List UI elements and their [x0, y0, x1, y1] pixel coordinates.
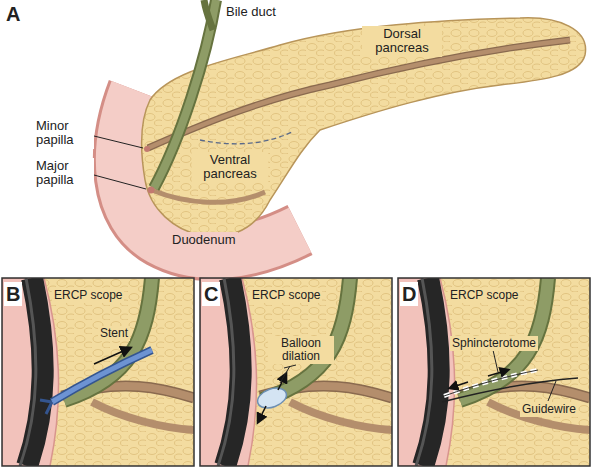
arrow — [278, 374, 286, 390]
part-label: Sphincterotome — [450, 336, 538, 351]
part-label: Minor papilla — [34, 118, 94, 149]
minor-papilla — [144, 146, 150, 152]
dorsal-duct — [148, 40, 570, 148]
leader-line — [493, 350, 498, 372]
leader-line — [280, 366, 290, 383]
panel-b — [2, 278, 194, 466]
bile-duct-branch — [204, 0, 213, 30]
part-label: Duodenum — [170, 232, 238, 248]
fusion-line — [200, 132, 292, 144]
part-label: Balloon dilation — [268, 336, 334, 364]
part-label: ERCP scope — [448, 288, 520, 303]
part-label: Dorsal pancreas — [362, 26, 442, 57]
sphincterotome — [444, 370, 538, 396]
panel-letter: B — [4, 282, 22, 306]
panel-c — [200, 278, 392, 466]
part-label: ERCP scope — [250, 288, 322, 303]
arrow — [94, 348, 130, 364]
part-label: Major papilla — [34, 158, 94, 189]
ventral-duct — [152, 190, 265, 202]
part-label: Ventral pancreas — [192, 152, 268, 183]
leader-line — [94, 136, 143, 148]
panel-a — [94, 0, 586, 253]
part-label: Guidewire — [520, 402, 578, 417]
dorsal-duct-inner — [148, 40, 570, 148]
panel-letter: D — [400, 282, 418, 306]
part-label: Stent — [98, 326, 130, 341]
part-label: Bile duct — [224, 4, 278, 20]
panel-letter: C — [202, 282, 220, 306]
arrow — [258, 406, 266, 422]
stent — [52, 350, 152, 402]
part-label: ERCP scope — [52, 288, 124, 303]
major-papilla — [148, 187, 155, 194]
leader-line — [548, 381, 556, 401]
panel-letter: A — [4, 2, 22, 26]
panel-d — [398, 278, 590, 466]
balloon — [255, 384, 289, 411]
leader-line — [94, 175, 146, 189]
